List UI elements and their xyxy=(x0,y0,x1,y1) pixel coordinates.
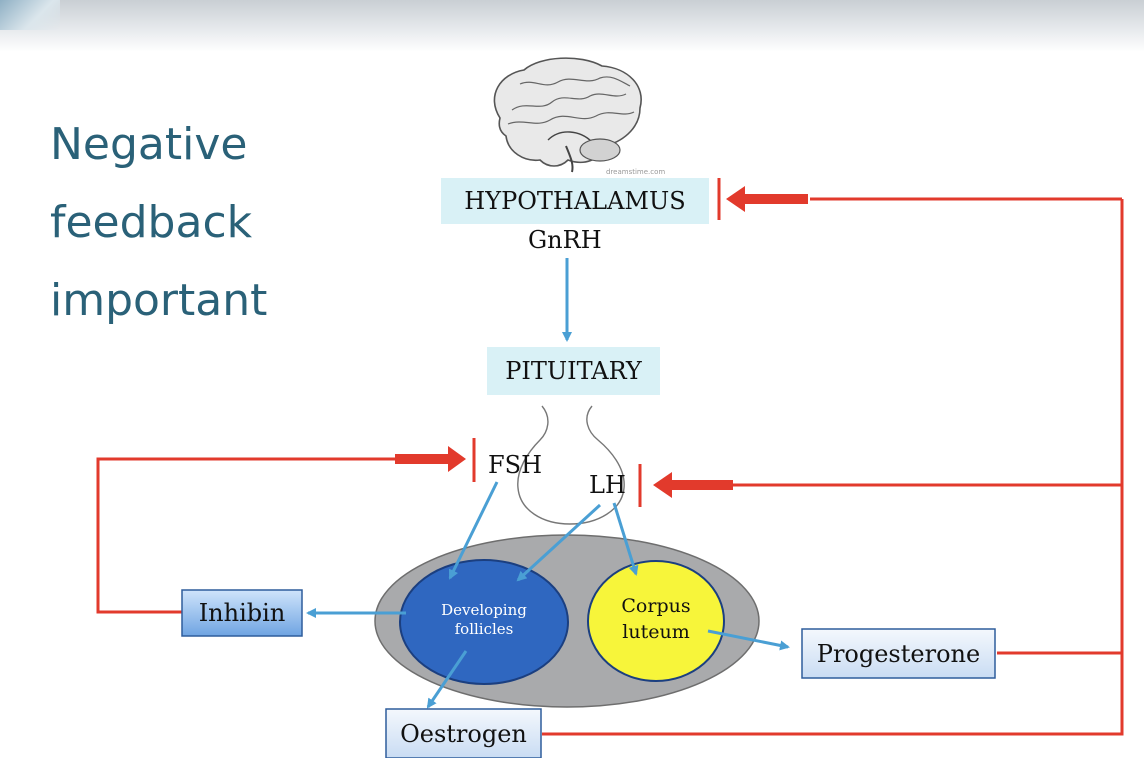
pituitary-text: PITUITARY xyxy=(505,357,642,385)
oestrogen-box-shape xyxy=(385,708,542,758)
brain-caption: dreamstime.com xyxy=(606,168,665,176)
hypothalamus-label: HYPOTHALAMUS xyxy=(441,178,709,224)
corpus-luteum-cell xyxy=(587,560,725,682)
inhibin-text: Inhibin xyxy=(198,599,286,627)
feedback-lines xyxy=(96,197,1124,736)
inhibin-label: Inhibin xyxy=(182,590,302,636)
pituitary-outline xyxy=(517,405,625,525)
hypothalamus-text: HYPOTHALAMUS xyxy=(464,187,686,215)
developing-follicles-line-1: Developing xyxy=(441,601,527,619)
fsh-feedback-arrow xyxy=(395,446,466,472)
title-line-1: Negative xyxy=(50,119,248,170)
slide-corner-decoration xyxy=(0,0,60,30)
slide-title: Negative feedback important xyxy=(50,106,350,340)
oestrogen-text: Oestrogen xyxy=(400,719,527,748)
stimulation-arrows xyxy=(306,258,790,709)
developing-follicles-line-2: follicles xyxy=(454,620,514,638)
corpus-luteum-line-1: Corpus xyxy=(621,595,691,617)
developing-follicles-label: Developing follicles xyxy=(424,601,544,639)
pituitary-label: PITUITARY xyxy=(487,347,660,395)
corpus-luteum-line-2: luteum xyxy=(622,621,690,643)
progesterone-text: Progesterone xyxy=(816,639,981,668)
inhibin-box-shape xyxy=(181,589,303,637)
title-line-2: feedback xyxy=(50,197,253,248)
title-line-3: important xyxy=(50,275,268,326)
lh-feedback-arrow xyxy=(653,472,733,498)
lh-label: LH xyxy=(589,471,626,499)
gnrh-label: GnRH xyxy=(528,226,602,254)
slide-header-band xyxy=(0,0,1144,52)
developing-follicles-cell xyxy=(399,559,569,685)
brain-image xyxy=(493,57,642,173)
corpus-luteum-label: Corpus luteum xyxy=(606,593,706,645)
oestrogen-label: Oestrogen xyxy=(386,709,541,758)
hypothalamus-feedback-arrow xyxy=(726,186,808,212)
fsh-label: FSH xyxy=(488,451,543,479)
progesterone-label: Progesterone xyxy=(802,629,995,678)
progesterone-box-shape xyxy=(801,628,996,679)
